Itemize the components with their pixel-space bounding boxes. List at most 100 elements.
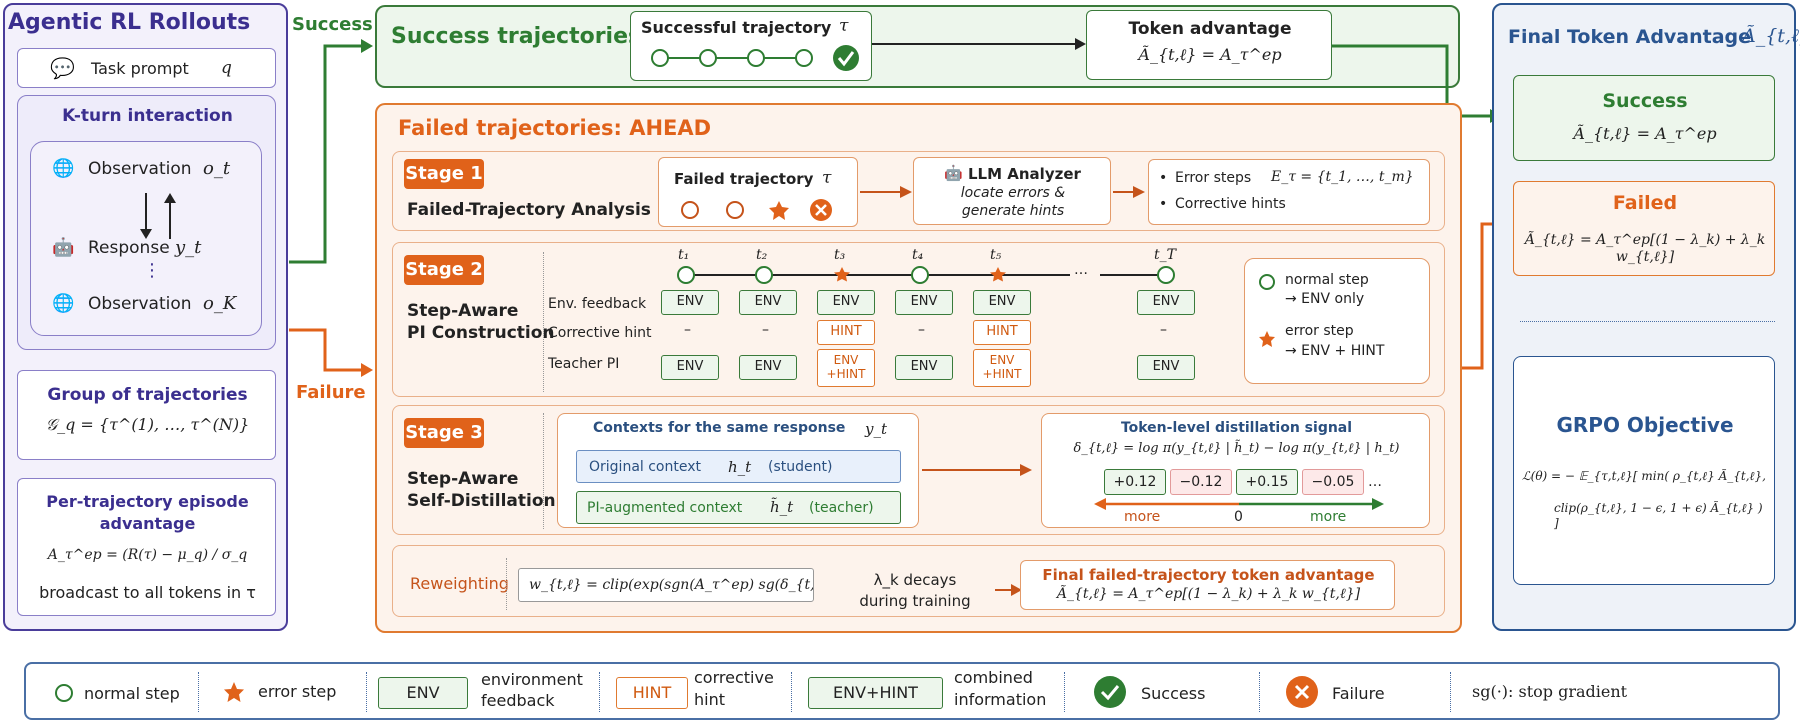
normal-step-icon <box>55 684 73 702</box>
observation-k-var: o_K <box>203 293 237 314</box>
vertical-ellipsis: ⋮ <box>143 260 161 281</box>
legend-success: Success <box>1141 684 1206 703</box>
failed-trajectory-var: τ <box>822 168 832 188</box>
env-cell: ENV <box>895 355 953 380</box>
response-label: Response <box>88 238 170 258</box>
reweighting-formula-box: w_{t,ℓ} = clip(exp(sgn(A_τ^ep) sg(δ_{t,ℓ… <box>518 568 814 602</box>
legend-stop-gradient: sg(·): stop gradient <box>1472 682 1628 701</box>
timeline <box>677 266 1175 284</box>
env-hint-line2: +HINT <box>982 367 1022 381</box>
group-formula: 𝒢_q = {τ^(1), …, τ^(N)} <box>45 415 250 434</box>
llm-analyzer-title: LLM Analyzer <box>968 165 1081 183</box>
final-panel-title: Final Token Advantage <box>1508 26 1752 48</box>
successful-steps-chain <box>651 45 859 71</box>
grpo-title: GRPO Objective <box>1556 413 1734 437</box>
signal-scale-arrow <box>1094 498 1384 510</box>
globe-icon: 🌐 <box>52 158 75 179</box>
reweighting-divider <box>506 558 507 610</box>
stage3-arrow <box>922 464 1032 476</box>
bullet: • <box>1159 170 1168 186</box>
success-panel-title: Success trajectories <box>391 24 642 49</box>
lambda-decay-line2: during training <box>859 592 971 610</box>
error-steps-formula: E_τ = {t_1, …, t_m} <box>1271 169 1414 185</box>
stage-1-tag: Stage 1 <box>404 159 484 189</box>
legend-error-step: error step <box>258 682 337 701</box>
legend-error-line1: error step <box>1285 323 1354 339</box>
zero-label: 0 <box>1234 509 1243 525</box>
signal-value-negative: −0.12 <box>1170 469 1232 495</box>
chat-bubble-icon: 💬 <box>50 56 75 80</box>
per-trajectory-box: Per-trajectory episode advantage A_τ^ep … <box>17 478 276 616</box>
final-failed-panel-formula: Ã_{t,ℓ} = A_τ^ep[(1 − λ_k) + λ_k w_{t,ℓ}… <box>1524 232 1766 265</box>
more-right-label: more <box>1310 509 1347 525</box>
step-tT: t_T <box>1154 247 1176 263</box>
stage-3-divider <box>543 413 544 529</box>
failure-arrow-label: Failure <box>296 382 366 403</box>
env-cell: ENV <box>739 355 797 380</box>
step-t3: t₃ <box>834 247 846 263</box>
original-context-role: (student) <box>768 459 833 475</box>
legend-normal-line1: normal step <box>1285 272 1369 288</box>
legend-separator <box>1259 672 1260 712</box>
final-panel-title-var: Ã_{t,ℓ} <box>1742 25 1800 47</box>
corrective-hints-label: Corrective hints <box>1175 196 1286 212</box>
success-arrow-label: Success <box>292 14 373 35</box>
stage1-arrow-1 <box>860 186 912 198</box>
final-success-title: Success <box>1602 90 1688 112</box>
task-prompt-var: q <box>221 58 232 78</box>
kturn-title: K-turn interaction <box>62 106 233 126</box>
error-steps-label: Error steps <box>1175 170 1252 186</box>
pi-context-var: h̃_t <box>770 498 794 516</box>
signal-ellipsis: … <box>1368 474 1382 490</box>
success-check-icon <box>1094 676 1126 708</box>
signal-value-negative: −0.05 <box>1302 469 1364 495</box>
observation-var: o_t <box>203 158 231 179</box>
final-failed-title: Final failed-trajectory token advantage <box>1042 566 1375 584</box>
legend-normal-line2: → ENV only <box>1285 291 1365 307</box>
kturn-box: K-turn interaction 🌐 Observation o_t 🤖 R… <box>17 95 276 350</box>
broadcast-text: broadcast to all tokens in τ <box>39 583 256 602</box>
token-advantage-box: Token advantage Ã_{t,ℓ} = A_τ^ep <box>1086 10 1332 80</box>
final-success-formula: Ã_{t,ℓ} = A_τ^ep <box>1573 124 1717 143</box>
env-cell: ENV <box>973 290 1031 315</box>
legend-hint-box: HINT <box>616 677 688 709</box>
exchange-arrows <box>140 193 176 239</box>
legend-env-box: ENV <box>378 677 468 709</box>
group-title: Group of trajectories <box>47 385 248 405</box>
pi-context-role: (teacher) <box>809 500 874 516</box>
final-failed-formula: Ã_{t,ℓ} = A_τ^ep[(1 − λ_k) + λ_k w_{t,ℓ}… <box>1056 586 1361 602</box>
hint-cell: HINT <box>973 320 1031 345</box>
token-advantage-formula: Ã_{t,ℓ} = A_τ^ep <box>1138 45 1282 64</box>
observation-label: Observation <box>88 159 192 179</box>
stage-3-tag: Stage 3 <box>404 418 484 448</box>
legend-separator <box>366 672 367 712</box>
signal-title: Token-level distillation signal <box>1120 420 1353 436</box>
reweighting-formula: w_{t,ℓ} = clip(exp(sgn(A_τ^ep) sg(δ_{t,ℓ… <box>529 577 813 593</box>
bullet: • <box>1159 196 1168 212</box>
env-hint-line1: ENV <box>989 353 1015 367</box>
env-cell: ENV <box>1137 290 1195 315</box>
llm-analyzer-box: 🤖 LLM Analyzer locate errors & generate … <box>913 157 1111 225</box>
no-hint-dash: – <box>762 322 769 338</box>
failed-steps-chain <box>681 199 832 221</box>
env-cell: ENV <box>817 290 875 315</box>
more-left-label: more <box>1124 509 1161 525</box>
row-teacher-pi: Teacher PI <box>548 356 620 372</box>
env-hint-cell: ENV +HINT <box>973 349 1031 387</box>
per-trajectory-title: Per-trajectory episode advantage <box>46 492 249 533</box>
stage-1-name: Failed-Trajectory Analysis <box>407 200 651 220</box>
row-corrective-hint: Corrective hint <box>548 325 652 341</box>
final-failed-panel-title: Failed <box>1612 192 1678 214</box>
stage-3-name-line2: Self-Distillation <box>407 491 556 511</box>
error-step-icon <box>224 682 244 702</box>
signal-value-positive: +0.15 <box>1236 469 1298 495</box>
reweighting-label: Reweighting <box>410 574 509 593</box>
normal-step-icon <box>1259 274 1275 290</box>
llm-analyzer-line2: generate hints <box>961 203 1065 219</box>
successful-trajectory-var: τ <box>839 16 849 36</box>
legend-separator <box>599 672 600 712</box>
env-cell: ENV <box>739 290 797 315</box>
failed-panel-title: Failed trajectories: AHEAD <box>398 116 712 140</box>
token-advantage-title: Token advantage <box>1128 19 1292 39</box>
stage-2-divider <box>543 252 544 392</box>
